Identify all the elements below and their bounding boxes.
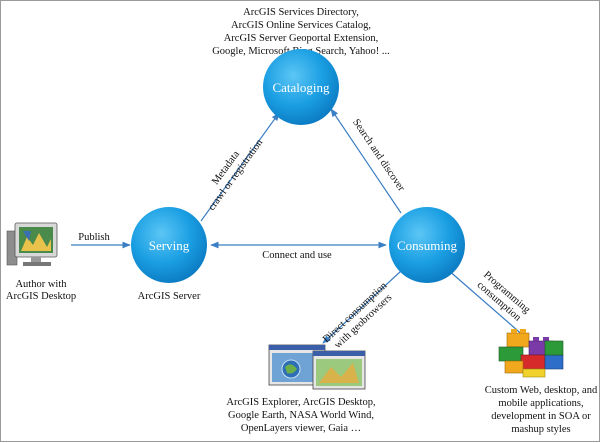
custom-caption-line-2: mobile applications,: [498, 398, 583, 409]
viewer-windows-icon: [268, 344, 366, 390]
node-cataloging-label: Cataloging: [272, 80, 330, 95]
viewers-caption-line-3: OpenLayers viewer, Gaia …: [241, 423, 361, 434]
top-text-line-1: ArcGIS Services Directory,: [243, 7, 359, 18]
metadata-label: Metadata crawl or registration: [206, 137, 265, 213]
arrow-direct-consumption: [322, 270, 402, 344]
node-serving: Serving: [131, 207, 207, 283]
custom-caption-line-3: development in SOA or: [491, 411, 591, 422]
search-discover-label: Search and discover: [350, 117, 407, 194]
node-cataloging: Cataloging: [263, 49, 339, 125]
arrow-programming-consumption: [446, 268, 526, 338]
direct-consumption-label: Direct consumption with geobrowsers: [321, 280, 394, 351]
custom-caption-line-1: Custom Web, desktop, and: [485, 385, 598, 396]
top-text-line-2: ArcGIS Online Services Catalog,: [231, 20, 371, 31]
author-caption-line-2: ArcGIS Desktop: [6, 291, 76, 302]
programming-consumption-label: Programming consumption: [475, 269, 533, 324]
node-consuming-label: Consuming: [397, 238, 457, 253]
arrow-serving-to-cataloging: [200, 112, 280, 222]
node-consuming: Consuming: [389, 207, 465, 283]
arcgis-server-caption: ArcGIS Server: [138, 291, 201, 302]
publish-label: Publish: [78, 232, 110, 243]
search-discover-text: Search and discover: [350, 117, 407, 194]
node-serving-label: Serving: [149, 238, 190, 253]
viewers-caption-line-1: ArcGIS Explorer, ArcGIS Desktop,: [226, 397, 375, 408]
viewers-caption-line-2: Google Earth, NASA World Wind,: [228, 410, 374, 421]
desktop-computer-icon: [6, 222, 58, 266]
connect-use-label: Connect and use: [262, 250, 332, 261]
arrow-consuming-to-cataloging: [330, 108, 402, 214]
author-caption-line-1: Author with: [15, 279, 67, 290]
custom-caption-line-4: mashup styles: [511, 424, 570, 435]
top-text-line-3: ArcGIS Server Geoportal Extension,: [224, 33, 379, 44]
building-blocks-icon: [498, 329, 564, 378]
